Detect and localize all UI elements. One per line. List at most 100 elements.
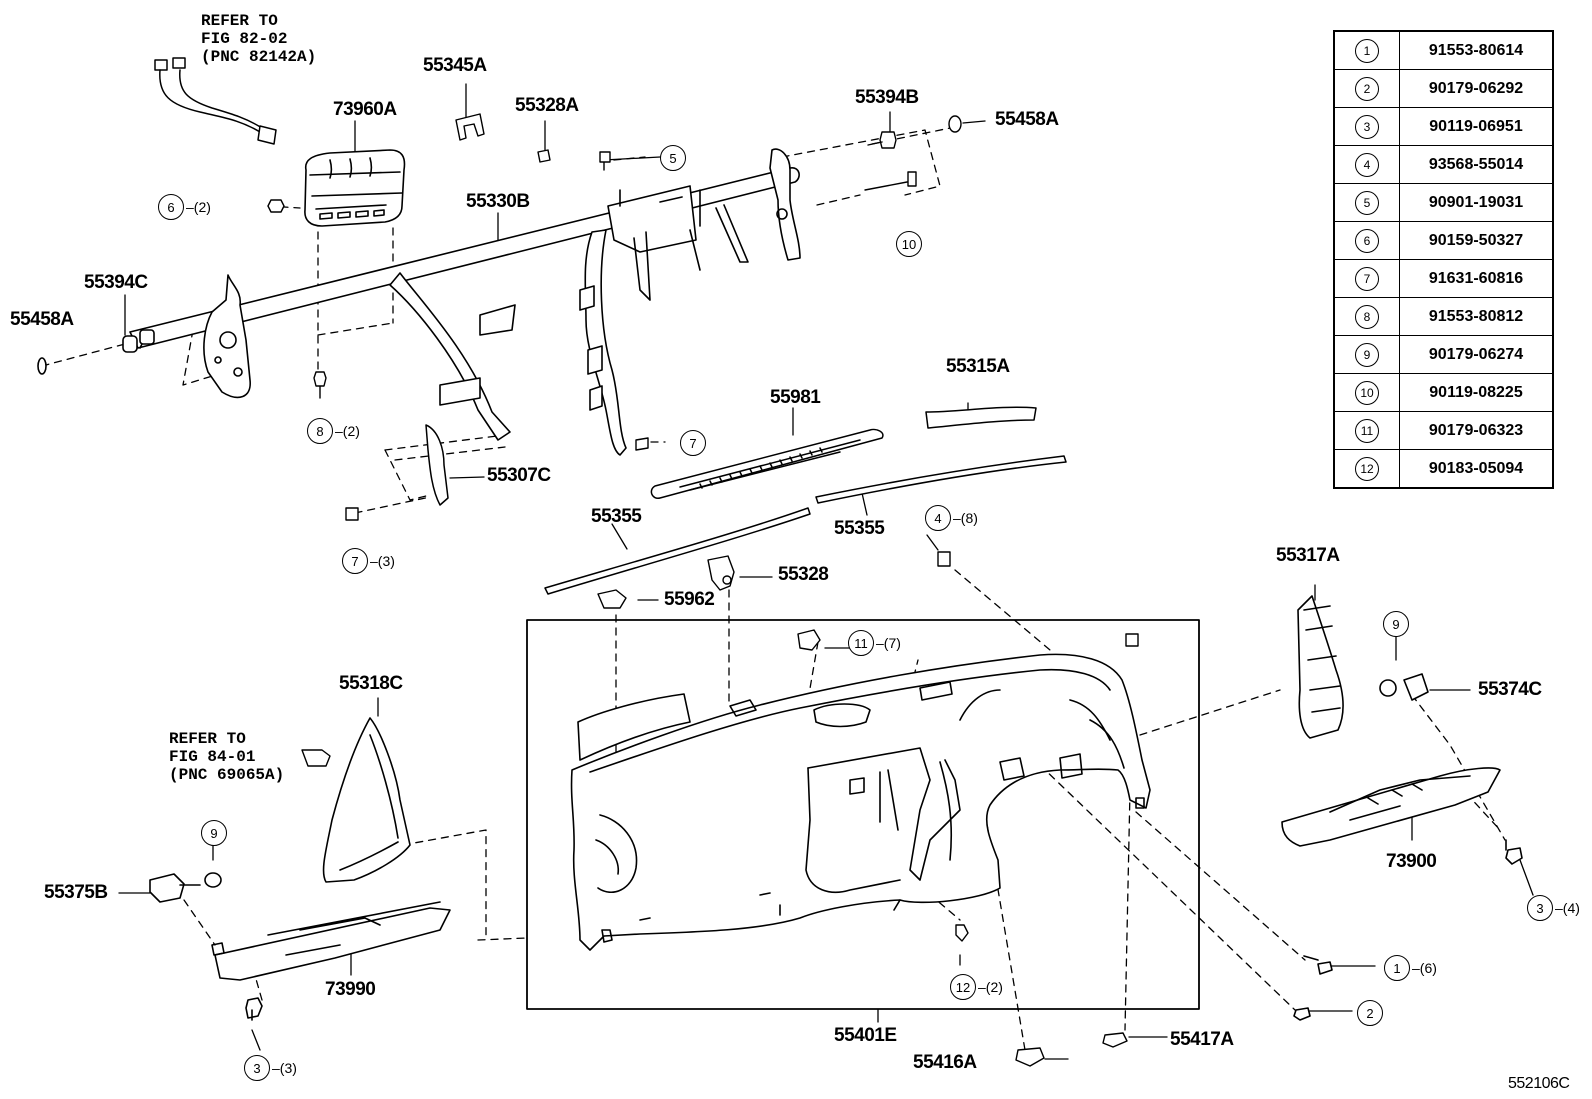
part-label: 55318C: [339, 673, 403, 694]
callout-quantity: –(4): [1555, 900, 1580, 916]
parts-table-row: 8 91553-80812: [1333, 297, 1554, 336]
ref-number-circle: 5: [1355, 190, 1379, 215]
callout-3: 3: [244, 1055, 270, 1081]
parts-table-part-number: 90179-06292: [1399, 69, 1554, 108]
parts-table-part-number: 91553-80614: [1399, 30, 1554, 70]
part-label: 55416A: [913, 1052, 977, 1073]
callout-3: 3: [1527, 895, 1553, 921]
callout-quantity: –(8): [953, 510, 978, 526]
callout-9: 9: [1383, 611, 1409, 637]
parts-table-ref: 2: [1333, 69, 1400, 108]
part-label: 55355: [591, 506, 642, 527]
bracket-55307c: [425, 424, 449, 506]
callout-6: 6: [158, 194, 184, 220]
parts-number-table: 1 91553-80614 2 90179-06292 3 90119-06951 4 935…: [1333, 30, 1554, 489]
callout-quantity: –(3): [370, 553, 395, 569]
parts-table-part-number: 91631-60816: [1399, 259, 1554, 298]
callout-4: 4: [925, 505, 951, 531]
parts-table-part-number: 90119-08225: [1399, 373, 1554, 412]
parts-table-ref: 5: [1333, 183, 1400, 222]
callout-quantity: –(7): [876, 635, 901, 651]
ref-line: (PNC 82142A): [201, 48, 317, 66]
callout-quantity: –(3): [272, 1060, 297, 1076]
lower-panel-73990: [149, 872, 451, 1021]
parts-table-row: 12 90183-05094: [1333, 449, 1554, 489]
part-label: 55330B: [466, 191, 530, 212]
ref-line: FIG 82-02: [201, 30, 288, 48]
parts-table-ref: 7: [1333, 259, 1400, 298]
ref-number-circle: 7: [1355, 266, 1379, 291]
callout-7: 7: [680, 430, 706, 456]
parts-table-part-number: 93568-55014: [1399, 145, 1554, 184]
part-label: 55307C: [487, 465, 551, 486]
callout-9: 9: [201, 820, 227, 846]
ref-number-circle: 4: [1355, 152, 1379, 177]
parts-table-part-number: 90119-06951: [1399, 107, 1554, 146]
part-label: 55962: [664, 589, 715, 610]
ref-number-circle: 3: [1355, 114, 1379, 139]
part-label: 73960A: [333, 99, 397, 120]
beam-fasteners: [267, 113, 962, 567]
callout-quantity: –(2): [978, 979, 1003, 995]
ref-number-circle: 12: [1355, 456, 1379, 481]
parts-table-ref: 8: [1333, 297, 1400, 336]
part-label: 55355: [834, 518, 885, 539]
defroster-55981: [650, 428, 884, 499]
ref-number-circle: 10: [1355, 380, 1379, 405]
callout-quantity: –(2): [186, 199, 211, 215]
part-label: 55401E: [834, 1025, 897, 1046]
callout-2: 2: [1357, 1000, 1383, 1026]
glove-box-73900: [1281, 673, 1523, 1021]
parts-table-part-number: 90179-06323: [1399, 411, 1554, 450]
ref-number-circle: 1: [1355, 38, 1379, 63]
parts-table-part-number: 91553-80812: [1399, 297, 1554, 336]
parts-table-row: 4 93568-55014: [1333, 145, 1554, 184]
parts-table-row: 7 91631-60816: [1333, 259, 1554, 298]
ref-number-circle: 2: [1355, 76, 1379, 101]
part-label: 55375B: [44, 882, 108, 903]
ref-number-circle: 9: [1355, 342, 1379, 367]
parts-table-ref: 4: [1333, 145, 1400, 184]
ref-line: FIG 84-01: [169, 748, 256, 766]
part-label: 55458A: [10, 309, 74, 330]
parts-table-ref: 3: [1333, 107, 1400, 146]
wire-harness: [154, 57, 277, 145]
part-label: 55394C: [84, 272, 148, 293]
panel-group-frame: [526, 619, 1200, 1010]
parts-table-ref: 11: [1333, 411, 1400, 450]
parts-table-row: 3 90119-06951: [1333, 107, 1554, 146]
parts-table-row: 10 90119-08225: [1333, 373, 1554, 412]
callout-11: 11: [848, 630, 874, 656]
parts-table-row: 6 90159-50327: [1333, 221, 1554, 260]
part-label: 73990: [325, 979, 376, 1000]
part-label: 55345A: [423, 55, 487, 76]
ref-number-circle: 11: [1355, 418, 1379, 443]
callout-12: 12: [950, 974, 976, 1000]
parts-table-row: 1 91553-80614: [1333, 30, 1554, 70]
side-panel-55317a: [1297, 595, 1344, 739]
parts-table-row: 11 90179-06323: [1333, 411, 1554, 450]
part-label: 55317A: [1276, 545, 1340, 566]
part-label: 55328A: [515, 95, 579, 116]
callout-7: 7: [342, 548, 368, 574]
parts-table-row: 2 90179-06292: [1333, 69, 1554, 108]
parts-table-ref: 10: [1333, 373, 1400, 412]
ref-number-circle: 8: [1355, 304, 1379, 329]
callout-10: 10: [896, 231, 922, 257]
reinforcement-55330b: [37, 148, 801, 456]
parts-table-part-number: 90901-19031: [1399, 183, 1554, 222]
ref-line: (PNC 69065A): [169, 766, 285, 784]
part-label: 55458A: [995, 109, 1059, 130]
ref-line: REFER TO: [201, 12, 278, 30]
callout-quantity: –(2): [335, 423, 360, 439]
lock-reference: REFER TO FIG 84-01 (PNC 69065A): [169, 730, 284, 784]
part-label: 55417A: [1170, 1029, 1234, 1050]
parts-table-part-number: 90159-50327: [1399, 221, 1554, 260]
callout-8: 8: [307, 418, 333, 444]
seal-55355: [544, 455, 1067, 595]
ref-number-circle: 6: [1355, 228, 1379, 253]
parts-table-part-number: 90183-05094: [1399, 449, 1554, 489]
callout-5: 5: [660, 145, 686, 171]
part-label: 55981: [770, 387, 821, 408]
